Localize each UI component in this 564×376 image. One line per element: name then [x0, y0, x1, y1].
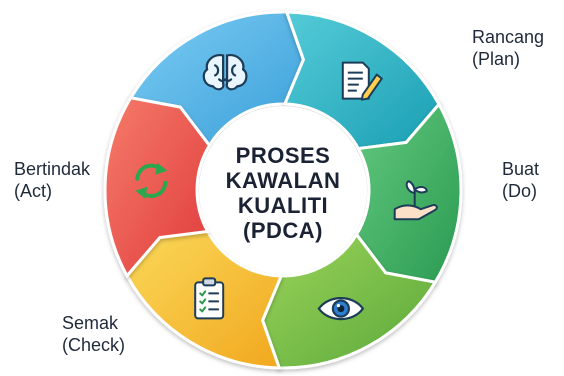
center-disc [199, 106, 367, 274]
label-act-english: (Act) [14, 181, 52, 201]
segment-act [103, 96, 212, 279]
label-check: Semak (Check) [62, 312, 125, 356]
label-check-english: (Check) [62, 335, 126, 355]
center-title-line-1: PROSES [235, 143, 331, 168]
label-do-english: (Do) [502, 181, 537, 201]
center-title-line-3: KUALITI [237, 193, 329, 218]
stage-icons [135, 54, 438, 321]
center-title: PROSES KAWALAN KUALITI (PDCA) [210, 143, 356, 243]
label-plan-english: (Plan) [472, 49, 521, 69]
label-act: Bertindak (Act) [14, 158, 90, 202]
label-plan: Rancang (Plan) [472, 26, 544, 70]
cycle-arrows-icon [135, 162, 168, 199]
label-plan-malay: Rancang [472, 27, 545, 47]
hand-sprout-icon [393, 180, 438, 221]
center-title-line-4: (PDCA) [243, 218, 323, 243]
eye-icon [317, 297, 365, 321]
label-do-malay: Buat [502, 159, 540, 179]
segment-do [354, 101, 463, 284]
brain-icon [202, 54, 248, 91]
checklist-icon [194, 277, 225, 320]
document-pencil-icon [341, 61, 383, 101]
label-check-malay: Semak [62, 313, 119, 333]
center-title-line-2: KAWALAN [225, 168, 341, 193]
label-do: Buat (Do) [502, 158, 539, 202]
label-act-malay: Bertindak [14, 159, 91, 179]
